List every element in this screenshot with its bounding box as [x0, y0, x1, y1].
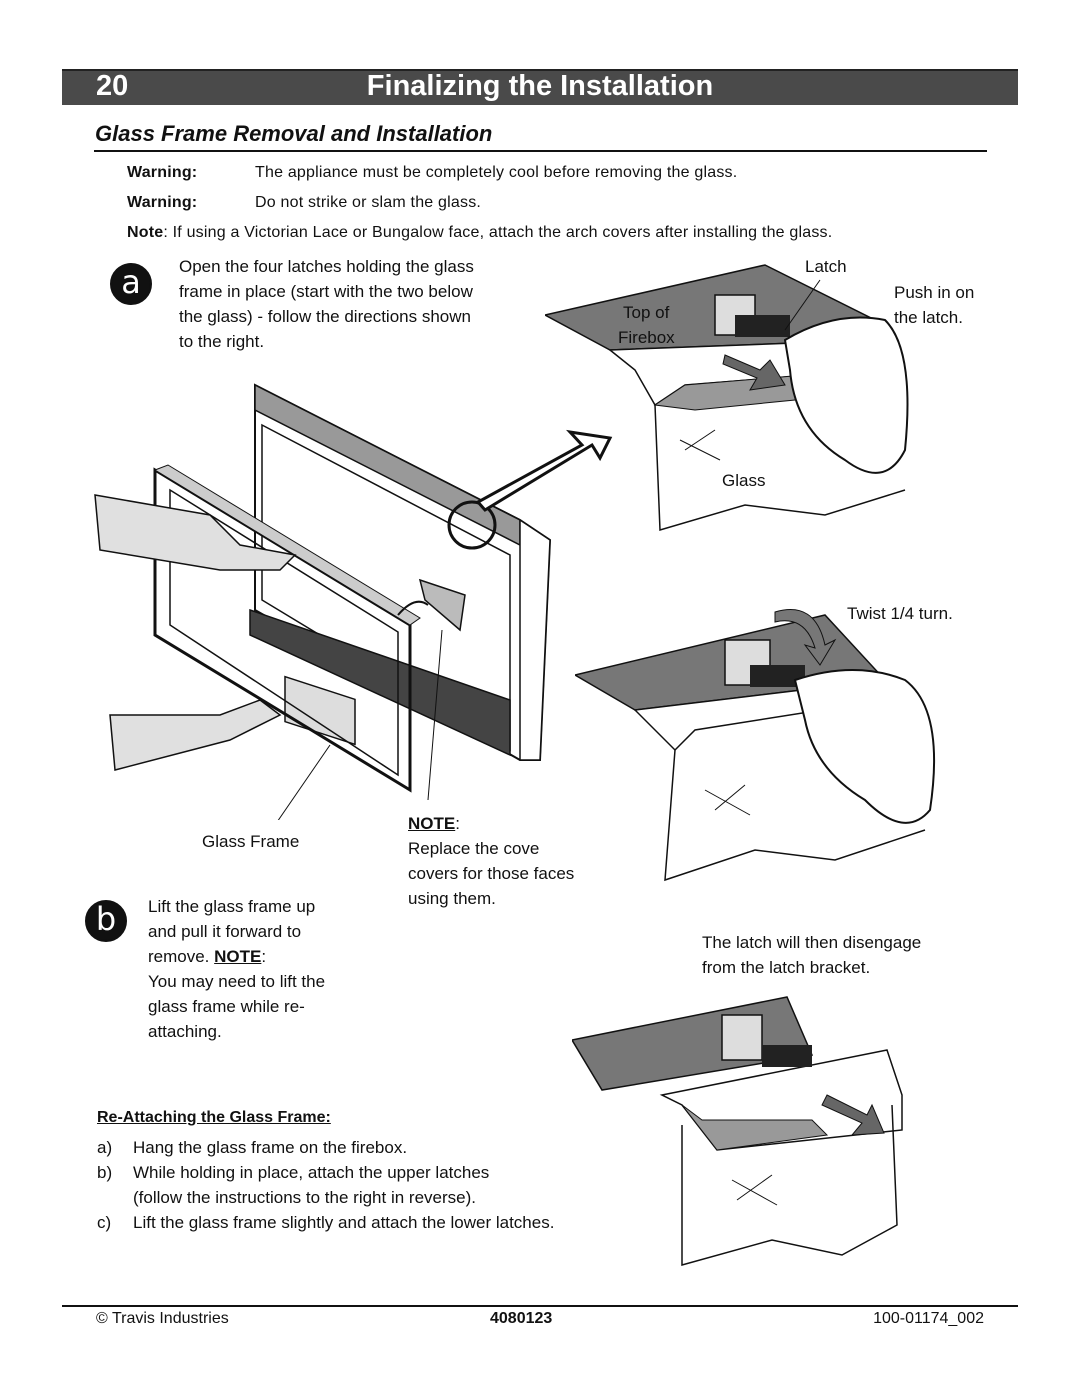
list-item: a) Hang the glass frame on the firebox.	[97, 1135, 554, 1160]
page-number: 20	[96, 70, 129, 102]
list-item: c) Lift the glass frame slightly and atta…	[97, 1210, 554, 1235]
step-a-line: to the right.	[179, 332, 265, 351]
glass-frame-label: Glass Frame	[202, 832, 300, 851]
header-bar	[62, 69, 1018, 105]
disengage-latch-illustration	[572, 996, 903, 1266]
step-a-line: frame in place (start with the two below	[179, 282, 473, 301]
cove-note: NOTE: Replace the cove covers for those …	[408, 811, 574, 911]
push-latch-illustration	[545, 264, 909, 531]
top-of-label: Top of	[623, 303, 670, 322]
list-item: (follow the instructions to the right in…	[97, 1185, 554, 1210]
cove-note-colon: :	[455, 814, 460, 833]
step-b-line: remove.	[148, 947, 215, 966]
warning-label: Warning:	[127, 164, 198, 181]
reattach-heading-text: Re-Attaching the Glass Frame:	[97, 1109, 331, 1126]
step-b-text: Lift the glass frame up and pull it forw…	[148, 894, 325, 1044]
step-b-line: and pull it forward to	[148, 922, 302, 941]
twist-label: Twist 1/4 turn.	[847, 604, 953, 623]
list-text: Lift the glass frame slightly and attach…	[133, 1213, 555, 1232]
step-a-line: the glass) - follow the directions shown	[179, 307, 471, 326]
list-text: While holding in place, attach the upper…	[133, 1163, 490, 1182]
cove-note-line: covers for those faces	[408, 864, 575, 883]
note-line: Note: If using a Victorian Lace or Bunga…	[127, 224, 832, 242]
list-marker: b)	[97, 1163, 113, 1182]
fireplace-illustration	[94, 383, 613, 820]
list-marker: a)	[97, 1138, 113, 1157]
step-b-line: attaching.	[148, 1022, 222, 1041]
step-a-line: Open the four latches holding the glass	[179, 257, 474, 276]
cove-note-line: Replace the cove	[408, 839, 540, 858]
latch-label: Latch	[805, 257, 847, 276]
push-label: Push in on	[894, 283, 975, 302]
footer-copyright: © Travis Industries	[96, 1310, 229, 1327]
disengage-label: from the latch bracket.	[702, 958, 871, 977]
cove-note-label: NOTE	[408, 814, 456, 833]
list-text: Hang the glass frame on the firebox.	[133, 1138, 408, 1157]
cove-note-line: using them.	[408, 889, 496, 908]
page-title: Finalizing the Installation	[366, 70, 714, 102]
step-a-text: Open the four latches holding the glass …	[179, 254, 474, 354]
footer-part-number: 100-01174_002	[873, 1310, 984, 1327]
step-b-note-label: NOTE	[214, 947, 262, 966]
footer-divider	[62, 1305, 1018, 1307]
step-b-line: You may need to lift the	[148, 972, 326, 991]
reattach-list: a) Hang the glass frame on the firebox. b…	[97, 1135, 554, 1235]
section-divider	[94, 150, 987, 152]
disengage-label: The latch will then disengage	[702, 933, 922, 952]
step-a-marker: a	[110, 263, 152, 305]
twist-latch-illustration	[575, 608, 936, 882]
step-b-colon: :	[261, 947, 267, 966]
list-marker: c)	[97, 1213, 112, 1232]
step-b-marker: b	[85, 900, 127, 942]
section-title: Glass Frame Removal and Installation	[95, 121, 493, 146]
firebox-label: Firebox	[618, 328, 675, 347]
step-b-line: Lift the glass frame up	[148, 897, 316, 916]
step-b-line: glass frame while re-	[148, 997, 305, 1016]
note-label: Note	[127, 224, 164, 241]
list-text: (follow the instructions to the right in…	[133, 1188, 476, 1207]
push-label: the latch.	[894, 308, 963, 327]
warning-text: The appliance must be completely cool be…	[255, 164, 738, 181]
reattach-heading: Re-Attaching the Glass Frame:	[97, 1109, 331, 1127]
warning-label: Warning:	[127, 194, 198, 211]
footer-doc-number: 4080123	[490, 1310, 553, 1327]
glass-label: Glass	[722, 471, 766, 490]
note-text: : If using a Victorian Lace or Bungalow …	[163, 224, 833, 241]
warning-text: Do not strike or slam the glass.	[255, 194, 482, 211]
list-item: b) While holding in place, attach the upp…	[97, 1160, 554, 1185]
